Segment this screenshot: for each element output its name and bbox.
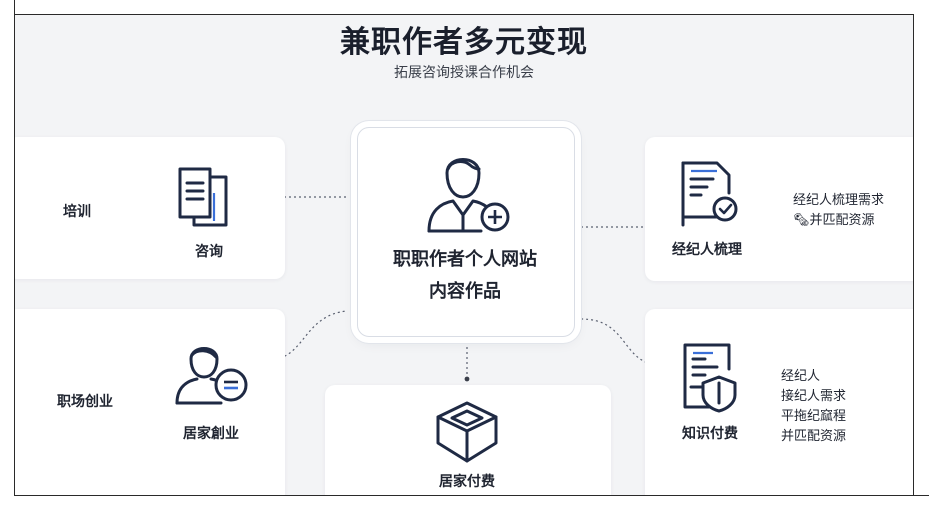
frame-bottom-border bbox=[14, 495, 929, 511]
node-card-knowledge bbox=[645, 309, 913, 495]
node-icon-label-startup: 居家創业 bbox=[183, 426, 239, 442]
node-side-label-consult: 培训 bbox=[63, 204, 91, 220]
node-desc-knowledge-line2: 接纪人需求 bbox=[781, 389, 847, 404]
diagram-canvas: 兼职作者多元变现 拓展咨询授课合作机会 培训 咨询 职场创业 bbox=[15, 15, 913, 495]
node-desc-knowledge-line4: 并匹配资源 bbox=[781, 429, 847, 444]
node-desc-agent-line1: 经纪人梳理需求 bbox=[793, 193, 885, 208]
center-label-line2: 内容作品 bbox=[429, 281, 501, 302]
user-minus-icon bbox=[175, 347, 248, 405]
diagram-title: 兼职作者多元变现 bbox=[340, 25, 588, 60]
node-desc-knowledge: 经纪人 接纪人需求 平拖纪窳程 并匹配资源 bbox=[781, 367, 846, 447]
node-icon-label-knowledge: 知识付费 bbox=[682, 426, 738, 442]
document-check-icon bbox=[681, 161, 738, 227]
node-desc-agent: 经纪人梳理需求 🗞并匹配资源 bbox=[793, 191, 884, 231]
user-plus-icon bbox=[427, 158, 510, 233]
frame-top-border bbox=[0, 0, 929, 15]
node-desc-knowledge-line1: 经纪人 bbox=[781, 369, 821, 384]
document-shield-icon bbox=[683, 343, 737, 413]
connector-knowledge bbox=[580, 318, 656, 366]
box-icon bbox=[436, 401, 498, 463]
documents-icon bbox=[178, 167, 228, 227]
diagram-subtitle: 拓展咨询授课合作机会 bbox=[394, 65, 534, 81]
node-icon-label-consult: 咨询 bbox=[195, 244, 223, 260]
node-icon-label-agent: 经纪人梳理 bbox=[672, 242, 742, 258]
node-desc-agent-line2: 🗞并匹配资源 bbox=[793, 213, 875, 228]
connector-dot-home-pay bbox=[464, 376, 470, 382]
center-label-line1: 职职作者个人网站 bbox=[393, 249, 537, 270]
node-desc-knowledge-line3: 平拖纪窳程 bbox=[781, 409, 847, 424]
frame-right-border bbox=[913, 14, 929, 496]
node-card-startup bbox=[15, 309, 285, 495]
node-icon-label-home-pay: 居家付费 bbox=[439, 474, 495, 490]
connector-startup bbox=[274, 310, 348, 360]
node-side-label-startup: 职场创业 bbox=[57, 394, 113, 410]
frame-left-border bbox=[0, 0, 15, 510]
node-card-agent bbox=[645, 137, 913, 281]
node-card-consult bbox=[15, 137, 285, 279]
